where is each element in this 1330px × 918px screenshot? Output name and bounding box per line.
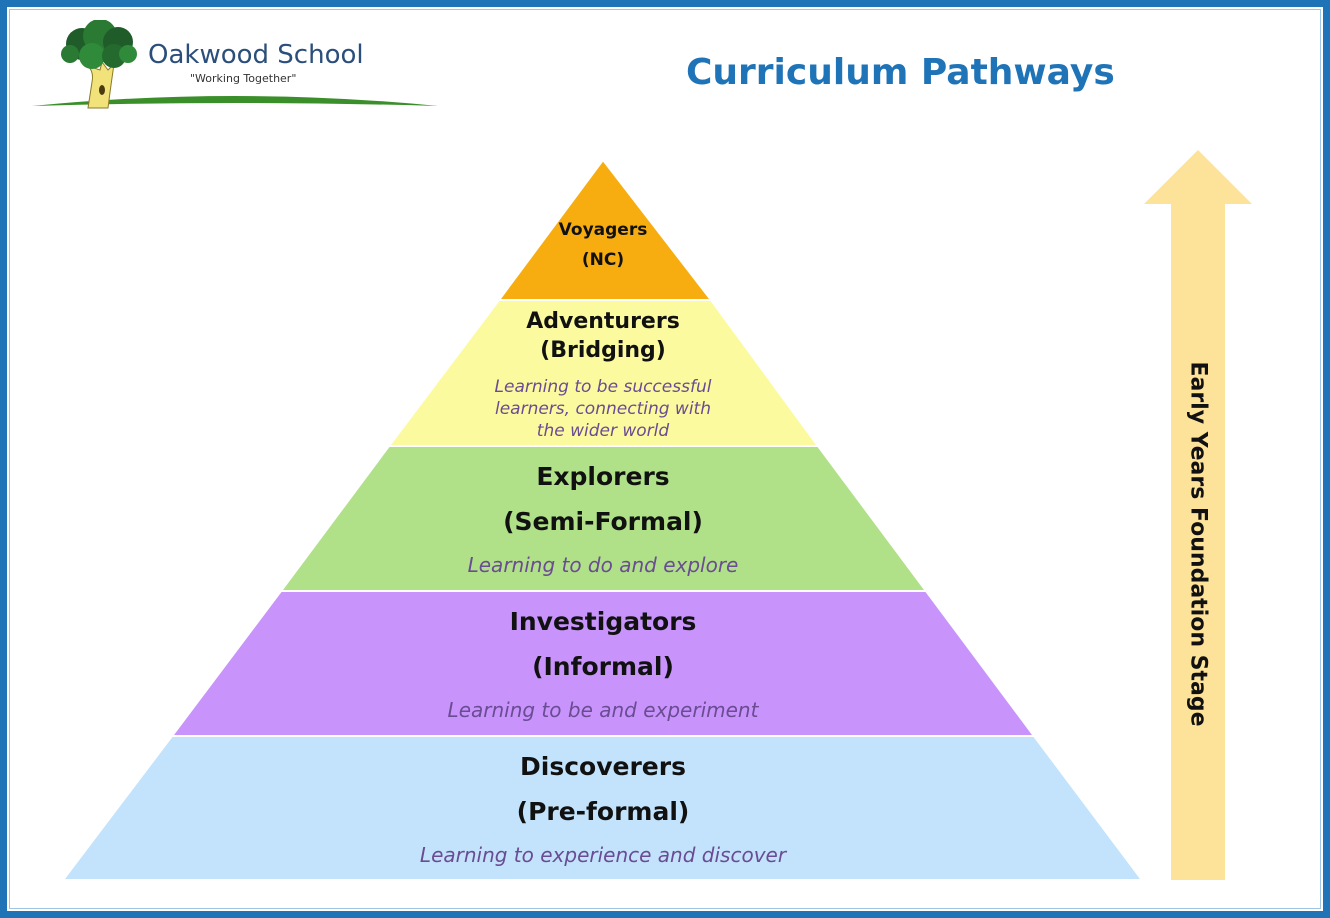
- page-frame-inner: [9, 9, 1321, 909]
- tier-discoverers-name: Discoverers: [520, 752, 686, 781]
- tier-discoverers-subtitle: (Pre-formal): [516, 797, 690, 826]
- tier-explorers: Explorers (Semi-Formal) Learning to do a…: [403, 460, 803, 580]
- tier-discoverers: Discoverers (Pre-formal) Learning to exp…: [303, 750, 903, 870]
- tier-adventurers-subtitle: (Bridging): [540, 338, 666, 363]
- page-title: Curriculum Pathways: [686, 52, 1115, 93]
- tier-voyagers-subtitle: (NC): [581, 250, 625, 270]
- oak-tree-icon: [32, 20, 438, 109]
- tier-discoverers-description: Learning to experience and discover: [419, 843, 787, 867]
- tier-adventurers: Adventurers (Bridging) Learning to be su…: [453, 308, 753, 442]
- up-arrow-icon: [1144, 150, 1252, 880]
- tier-adventurers-description-line: Learning to be successful: [494, 377, 712, 397]
- tier-investigators-name: Investigators: [509, 607, 697, 636]
- tier-explorers-name: Explorers: [536, 462, 670, 491]
- school-motto: "Working Together": [190, 72, 297, 85]
- early-years-label: Early Years Foundation Stage: [1185, 361, 1211, 727]
- school-logo: Oakwood School "Working Together": [30, 20, 450, 112]
- tier-voyagers: Voyagers (NC): [503, 218, 703, 278]
- tier-investigators-description: Learning to be and experiment: [447, 698, 759, 722]
- tier-explorers-subtitle: (Semi-Formal): [503, 507, 703, 536]
- tier-investigators-subtitle: (Informal): [532, 652, 674, 681]
- tier-explorers-description: Learning to do and explore: [467, 553, 739, 577]
- tier-adventurers-description-line: the wider world: [536, 421, 670, 441]
- school-name: Oakwood School: [148, 40, 364, 70]
- tier-adventurers-name: Adventurers: [526, 309, 680, 334]
- tier-discoverers-shape: [60, 735, 1144, 881]
- tier-adventurers-description-line: learners, connecting with: [494, 399, 711, 419]
- tier-investigators: Investigators (Informal) Learning to be …: [353, 605, 853, 725]
- tier-voyagers-name: Voyagers: [558, 220, 648, 240]
